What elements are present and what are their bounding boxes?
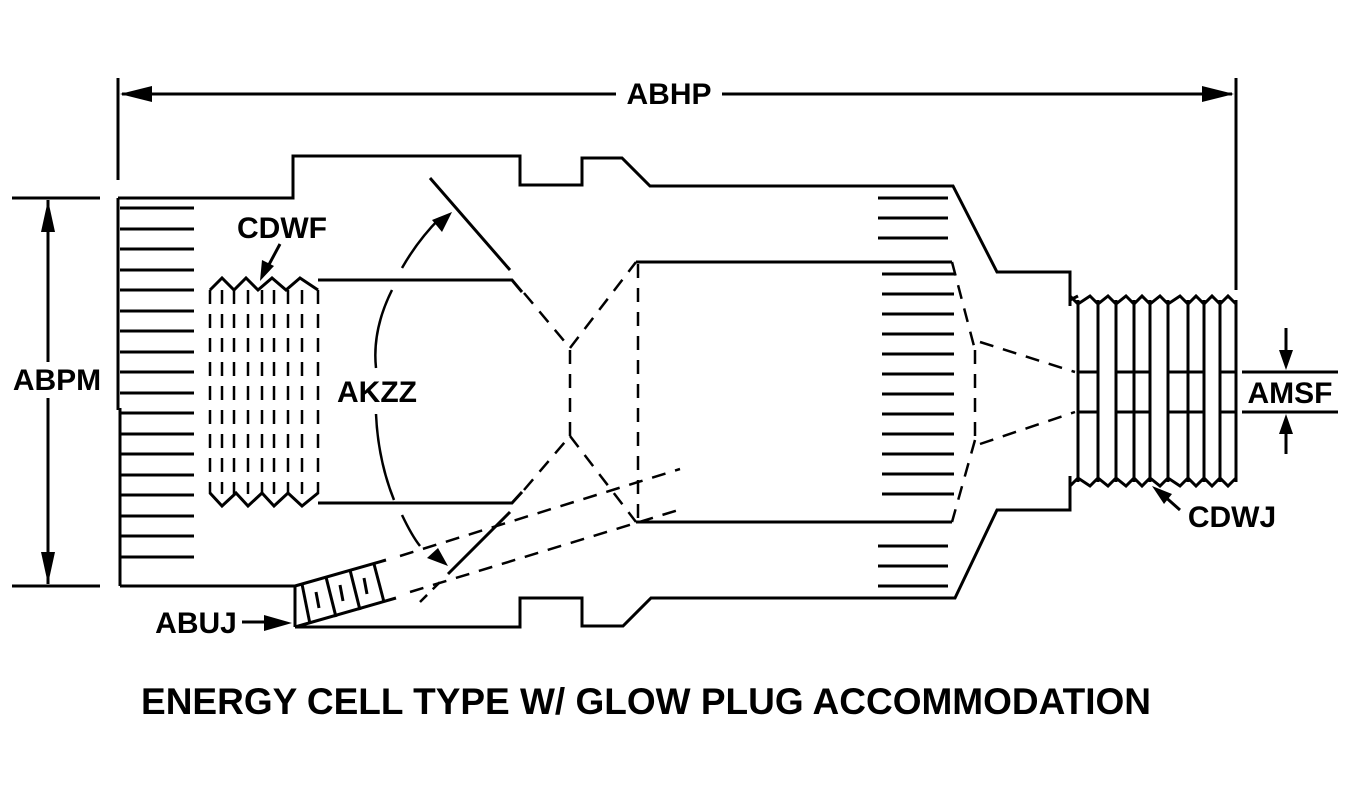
port-top-edge [295,560,386,586]
arrowhead-down-icon [1279,350,1293,370]
label-cdwj: CDWJ [1188,501,1276,534]
label-akzz: AKZZ [337,376,417,409]
dimension-abhp: ABHP [118,78,1236,290]
left-hatching [120,208,194,557]
arrowhead-down-icon [41,552,55,584]
port-tick [364,578,367,594]
angle-ref-line-bottom-ext [420,582,440,602]
hidden-line [524,436,570,490]
dimension-amsf: AMSF [1242,328,1338,454]
angle-arc-bottom [402,515,420,546]
angle-ref-line-bottom [448,512,510,574]
hidden-line [952,262,975,350]
port-axis-hidden-bottom [410,508,685,592]
port-tick [340,585,343,601]
hidden-line [570,262,636,348]
label-cdwf: CDWF [237,212,327,245]
port-rib [326,577,336,617]
hidden-cone [524,262,638,522]
angle-akzz: AKZZ [337,178,510,602]
arrowhead-up-icon [41,200,55,232]
hidden-line [524,293,570,348]
port-rib [374,564,384,602]
angle-arc-lower [376,414,394,500]
label-abpm: ABPM [13,364,101,397]
thread-crest-bottom [1070,476,1236,486]
arrowhead-akzz-top-icon [432,212,452,232]
arrowhead-akzz-bottom-icon [427,548,448,566]
right-hatching [878,198,954,586]
port-rib [350,570,360,610]
label-abuj: ABUJ [155,607,237,640]
callout-cdwj: CDWJ [1152,486,1276,534]
bore-bottom [318,492,522,503]
port-rib [302,584,310,624]
hidden-line [570,436,636,522]
outlet-thread-cdwj [1070,296,1236,486]
angle-arc-top [402,218,440,268]
hidden-line [980,342,1075,372]
inner-thread-cdwf: CDWF [210,212,327,506]
thread-crest-top [1070,296,1236,306]
arrowhead-abuj-icon [264,615,292,631]
label-amsf: AMSF [1248,377,1333,410]
thread-crest-bottom [210,493,318,506]
bore-top [318,280,522,292]
angle-arc-upper [375,290,392,368]
port-tick [316,592,319,608]
hidden-line [952,440,975,522]
dimension-abpm: ABPM [12,198,101,586]
arrowhead-left-icon [120,86,152,102]
arrowhead-up-icon [1279,414,1293,434]
label-abhp: ABHP [626,78,711,111]
thread-crest-top [210,278,318,290]
arrowhead-right-icon [1202,86,1234,102]
main-chamber [636,262,1075,522]
diagram-title: ENERGY CELL TYPE W/ GLOW PLUG ACCOMMODAT… [141,681,1151,722]
hidden-line [980,412,1075,444]
